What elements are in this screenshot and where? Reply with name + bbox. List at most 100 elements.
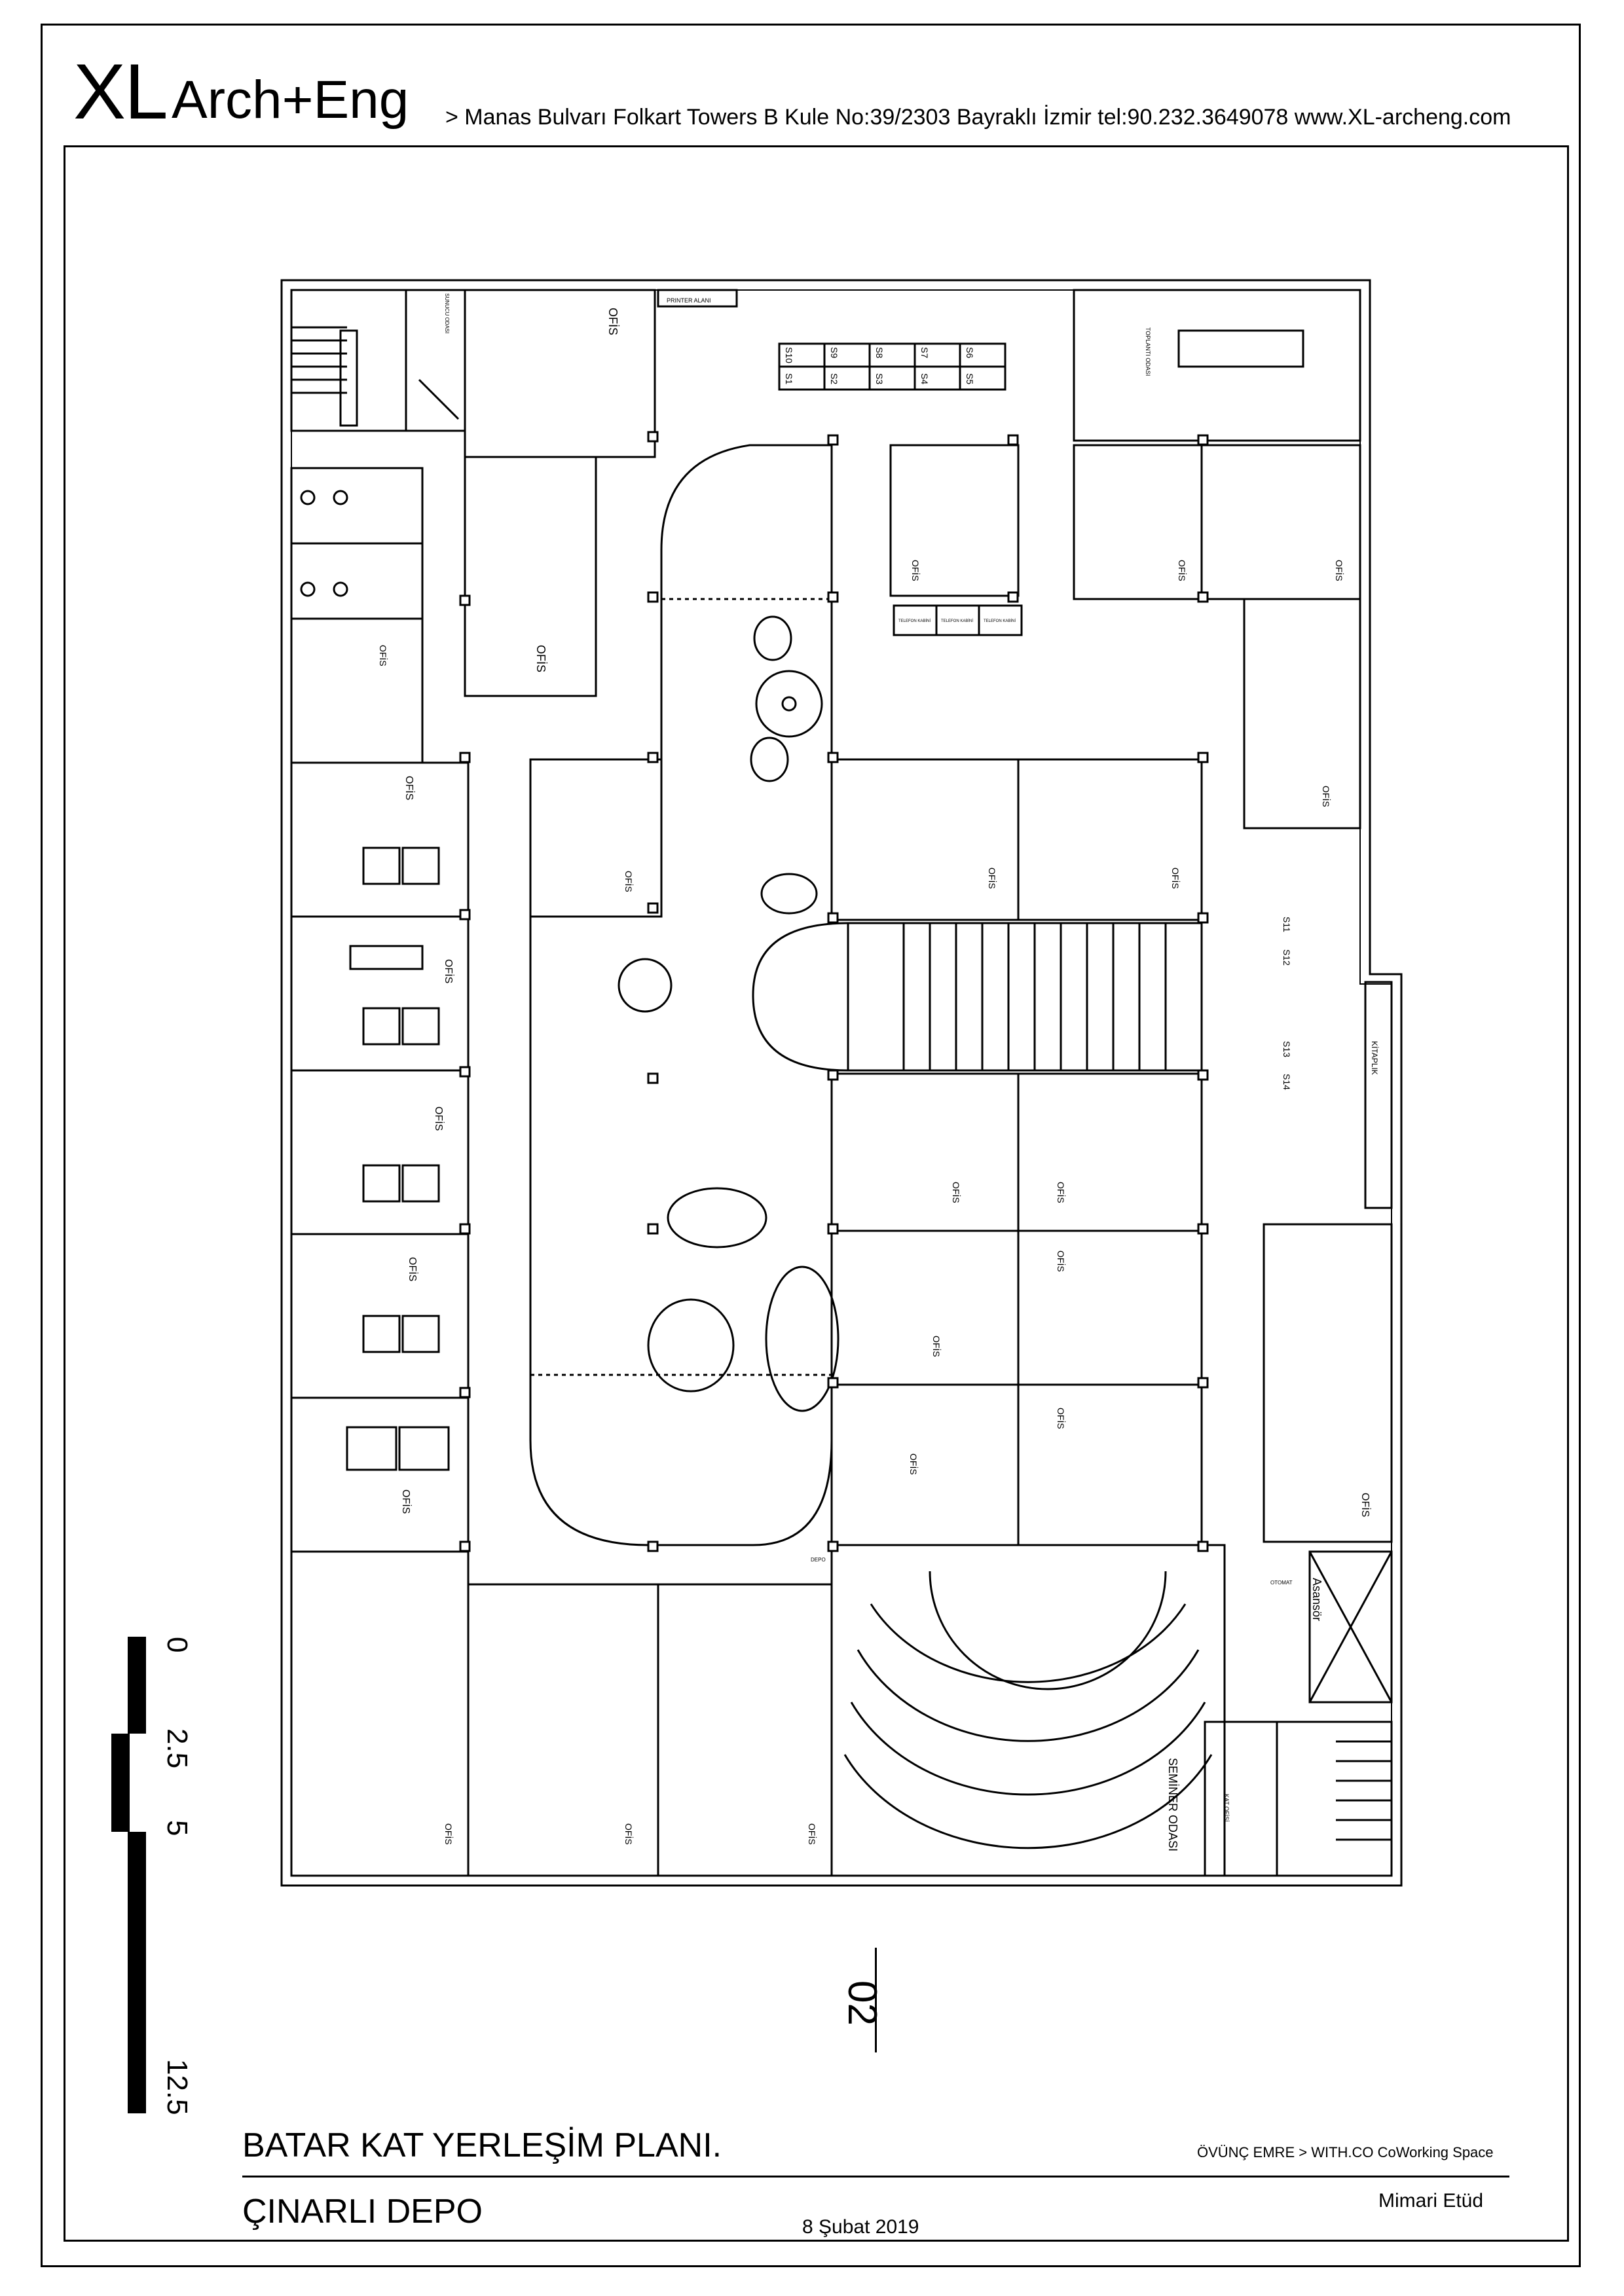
atrium-lower [529,917,833,1546]
north-office-2 [464,456,597,697]
hot-desk-cluster [778,342,1006,391]
north-office-1 [464,289,656,458]
sheet-number: 02 [840,1980,885,2026]
lower-office-4 [1017,1230,1203,1386]
ofis-label: OFİS [403,776,416,800]
phone-booth-label: TELEFON KABİNİ [941,619,973,623]
desk-label: S3 [874,373,885,384]
kitaplik [1364,981,1393,1209]
ofis-label: OFİS [1359,1493,1372,1517]
drawing-title: BATAR KAT YERLEŞİM PLANI. [242,2126,722,2164]
scale-label-12.5: 12.5 [161,2059,193,2115]
drawing-date: 8 Şubat 2019 [802,2216,919,2238]
title-rule [242,2176,1509,2178]
outer-frame [41,24,1581,2267]
left-stair [290,289,407,432]
scale-label-2.5: 2.5 [161,1728,193,1769]
desk-label: S11 [1282,917,1292,932]
west-office-4 [290,1069,470,1235]
mid-office-1 [830,758,1020,921]
server-room [405,289,466,432]
firm-address: > Manas Bulvarı Folkart Towers B Kule No… [445,105,1511,130]
ofis-label: OFİS [623,1823,635,1845]
ofis-label: OFİS [1170,867,1181,889]
vending-label: OTOMAT [1270,1580,1293,1586]
logo-arch-eng: Arch+Eng [172,70,409,130]
seminar-room [830,1544,1226,1877]
ofis-label: OFİS [908,1453,919,1475]
west-office-1 [290,617,424,764]
meeting-room-label: TOPLANTI ODASI [1145,327,1151,376]
desk-label: S9 [829,347,840,358]
seminar-room-label: SEMİNER ODASI [1166,1758,1179,1851]
atrium-curve [660,444,833,917]
lower-office-1 [830,1072,1020,1232]
phone-booths [893,604,1023,636]
ofis-label: OFİS [951,1182,962,1203]
meeting-room [1073,289,1361,442]
lower-office-6 [1017,1383,1203,1546]
desk-label: S13 [1282,1041,1292,1057]
ofis-label: OFİS [807,1823,818,1845]
west-office-3 [290,915,470,1072]
bookshelf-label: KİTAPLIK [1370,1041,1379,1075]
phone-booth-label: TELEFON KABİNİ [898,619,931,623]
desk-label: S8 [874,347,885,358]
ofis-label: OFİS [623,871,635,892]
central-office-14 [889,444,1020,597]
ofis-label: OFİS [378,645,389,666]
scale-segment [111,1734,130,1832]
lower-office-5 [830,1383,1020,1546]
ofis-label: OFİS [1056,1182,1067,1203]
printer-area [657,289,738,308]
desk-label: S2 [829,373,840,384]
desk-label: S10 [784,347,794,363]
ofis-label: OFİS [407,1257,419,1281]
ofis-label: OFİS [1056,1250,1067,1272]
ofis-label: OFİS [606,308,619,335]
elevator [1308,1550,1393,1704]
ofis-label: OFİS [910,560,921,581]
storage-label: DEPO [811,1557,826,1563]
lower-office-3 [830,1230,1020,1386]
server-room-label: SUNUCU ODASI [444,293,450,333]
desk-label: S1 [784,373,794,384]
phone-booth-label: TELEFON KABİNİ [984,619,1016,623]
scale-bar: 0 2.5 5 12.5 [111,1637,193,2115]
lower-office-2 [1017,1072,1203,1232]
desk-label: S6 [965,347,975,358]
scale-segment [128,1637,146,1734]
central-stair [752,922,1203,1072]
scale-label-0: 0 [161,1637,193,1653]
spiral-stair [755,670,823,738]
east-office-3 [1243,598,1361,829]
project-subtitle: ÖVÜNÇ EMRE > WITH.CO CoWorking Space [1197,2144,1494,2160]
scale-label-5: 5 [161,1820,193,1836]
ofis-label: OFİS [443,1823,454,1845]
ofis-label: OFİS [400,1489,413,1514]
east-office-big [1263,1223,1393,1543]
discipline: Mimari Etüd [1378,2190,1484,2212]
south-office-3 [657,1583,833,1877]
right-stair [1276,1721,1393,1877]
desk-label: S12 [1282,949,1292,966]
ofis-label: OFİS [534,645,547,672]
ofis-label: OFİS [1334,560,1345,581]
desk-label: S5 [965,373,975,384]
floor-office-label: KAT OFİSİ [1223,1794,1230,1822]
inner-frame [64,145,1569,2242]
desk-label: S4 [919,373,930,384]
elevator-label: Asansör [1310,1578,1323,1621]
west-office-6 [290,1396,470,1553]
wc-block-1 [290,467,424,545]
project-name: ÇINARLI DEPO [242,2193,483,2231]
sheet-divider [875,1948,877,2052]
desk-label: S14 [1282,1074,1292,1090]
mid-office-2 [1017,758,1203,921]
wc-block-2 [290,542,424,620]
scale-segment [128,1832,146,2113]
logo-xl: XL [73,48,168,136]
west-office-7 [290,1550,470,1877]
building-outline [280,279,1403,1887]
printer-area-label: PRINTER ALANI [667,297,711,304]
